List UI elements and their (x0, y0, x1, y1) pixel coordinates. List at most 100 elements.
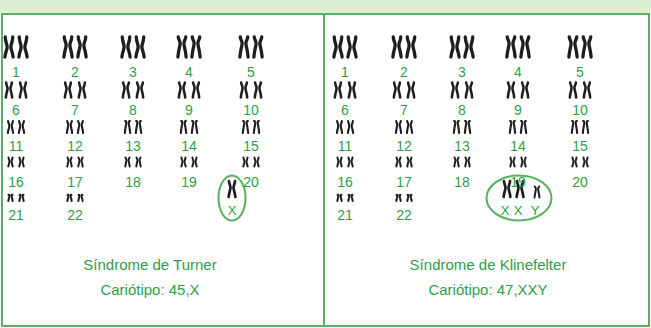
sex-chromosome-label: X (228, 203, 237, 219)
chromatid (8, 158, 9, 167)
chromosome-number: 1 (341, 64, 349, 81)
chromatid (353, 83, 355, 98)
chromatid (538, 187, 539, 198)
chromatid (19, 37, 21, 57)
chromosome-number: 16 (8, 174, 24, 191)
chromosome-number: 21 (337, 207, 353, 224)
chromatid (247, 121, 248, 133)
chromatid (20, 83, 22, 98)
chromatid (197, 83, 199, 98)
chromatid (469, 121, 470, 133)
chromatid (83, 83, 85, 98)
chromosome-number: 16 (337, 174, 353, 191)
chromosome-number: 5 (576, 64, 584, 81)
chromosome-number: 14 (181, 138, 197, 155)
karyotype-formula: Cariótipo: 45,X (100, 281, 199, 299)
chromatid (67, 195, 68, 201)
chromatid (335, 83, 337, 98)
chromatid (514, 158, 515, 167)
chromatid (521, 158, 522, 167)
chromosome-number: 6 (341, 102, 349, 119)
circle-outline (219, 176, 246, 221)
chromatid (254, 121, 255, 133)
chromatid (23, 195, 24, 201)
chromatid (399, 37, 401, 57)
chromatid (411, 195, 412, 201)
chromatid (12, 158, 13, 167)
chromatid (458, 121, 459, 133)
chromatid (525, 121, 526, 133)
chromosome-number: 10 (572, 102, 588, 119)
chromatid (234, 181, 236, 197)
chromosome-number: 22 (396, 207, 412, 224)
chromosome-number: 15 (572, 138, 588, 155)
chromatid (394, 83, 396, 98)
chromatid (67, 121, 68, 133)
syndrome-panel: Síndrome de KlinefelterCariótipo: 47,XXY… (325, 13, 650, 327)
chromatid (452, 83, 454, 98)
chromosome-number: 17 (67, 174, 83, 191)
chromatid (569, 37, 571, 57)
chromosome-number: 18 (125, 174, 141, 191)
chromatid (354, 37, 356, 57)
chromatid (341, 158, 342, 167)
chromatid (11, 37, 13, 57)
chromatid (512, 83, 514, 98)
chromatid (64, 37, 66, 57)
chromosome-number: 14 (510, 138, 526, 155)
chromosome-number: 15 (243, 138, 259, 155)
chromosome-number: 2 (71, 64, 79, 81)
chromatid (527, 37, 529, 57)
chromatid (570, 83, 572, 98)
chromatid (12, 195, 13, 201)
chromatid (393, 37, 395, 57)
chromatid (352, 158, 353, 167)
chromatid (589, 37, 591, 57)
chromatid (260, 37, 262, 57)
chromatid (78, 37, 80, 57)
chromatid (507, 37, 509, 57)
chromatid (6, 83, 8, 98)
karyotype-formula: Cariótipo: 47,XXY (428, 281, 547, 299)
chromatid (258, 121, 259, 133)
chromatid (411, 158, 412, 167)
chromatid (125, 158, 126, 167)
chromosome-number: 22 (67, 207, 83, 224)
chromosome-number: 11 (338, 138, 353, 155)
chromosome-number: 21 (8, 207, 24, 224)
chromatid (84, 37, 86, 57)
chromosome-number: 9 (514, 102, 522, 119)
chromatid (5, 37, 7, 57)
chromosome-number: 17 (396, 174, 412, 191)
chromatid (412, 83, 414, 98)
chromatid (407, 158, 408, 167)
chromatid (127, 83, 129, 98)
chromatid (185, 121, 186, 133)
chromatid (510, 121, 511, 133)
sex-chromosome-label: X (514, 203, 523, 219)
chromatid (12, 121, 13, 133)
chromatid (340, 37, 342, 57)
chromatid (522, 83, 524, 98)
chromatid (71, 195, 72, 201)
chromatid (396, 121, 397, 133)
chromosome-number: 3 (129, 64, 137, 81)
chromatid (400, 195, 401, 201)
chromatid (588, 83, 590, 98)
chromatid (78, 195, 79, 201)
chromosome-number: 20 (572, 174, 588, 191)
chromatid (583, 37, 585, 57)
chromatid (10, 83, 12, 98)
chromatid (240, 37, 242, 57)
chromatid (129, 158, 130, 167)
chromosome-number: 8 (129, 102, 137, 119)
chromatid (400, 158, 401, 167)
chromatid (184, 37, 186, 57)
chromatid (241, 83, 243, 98)
chromatid (198, 37, 200, 57)
chromatid (337, 121, 338, 133)
chromosome-number: 19 (181, 174, 197, 191)
chromosome-number: 7 (400, 102, 408, 119)
chromosome-number: 4 (185, 64, 193, 81)
top-band (0, 0, 651, 13)
